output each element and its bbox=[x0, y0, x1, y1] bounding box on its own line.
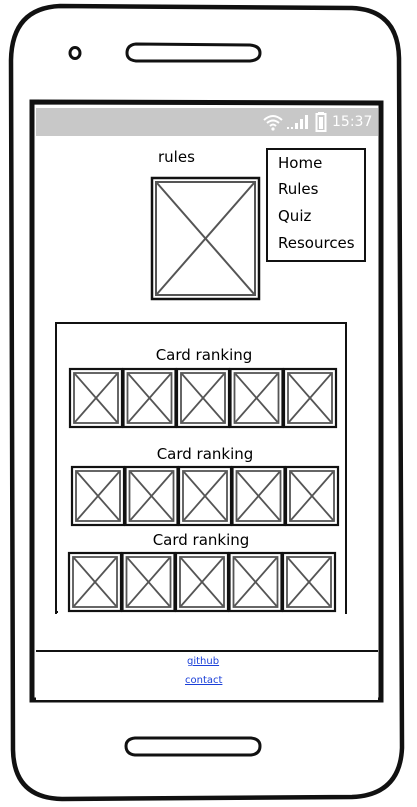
battery-icon bbox=[315, 112, 327, 132]
menu-item-rules[interactable]: Rules bbox=[278, 180, 319, 198]
status-bar: 15:37 bbox=[36, 108, 378, 136]
menu-item-quiz[interactable]: Quiz bbox=[278, 207, 312, 225]
divider bbox=[55, 611, 58, 613]
image-placeholder bbox=[150, 176, 261, 301]
footer-link-contact[interactable]: contact bbox=[185, 675, 223, 686]
nav-menu: Home Rules Quiz Resources bbox=[266, 148, 366, 262]
footer-link-github[interactable]: github bbox=[187, 656, 220, 667]
home-button[interactable] bbox=[123, 734, 263, 760]
card-rankings-panel: Card ranking Card ranking Card ranking bbox=[55, 322, 347, 614]
card-ranking-title-3: Card ranking bbox=[152, 531, 250, 549]
menu-item-home[interactable]: Home bbox=[278, 154, 323, 172]
signal-icon bbox=[287, 115, 308, 129]
speaker-slot bbox=[125, 42, 262, 63]
status-time: 15:37 bbox=[332, 114, 373, 130]
footer: github contact bbox=[36, 650, 378, 700]
card-ranking-title-1: Card ranking bbox=[155, 346, 253, 364]
wifi-icon bbox=[263, 115, 283, 131]
page-title: rules bbox=[158, 148, 195, 166]
card-ranking-title-2: Card ranking bbox=[156, 445, 254, 463]
camera-icon bbox=[68, 46, 82, 60]
menu-item-resources[interactable]: Resources bbox=[278, 234, 355, 252]
